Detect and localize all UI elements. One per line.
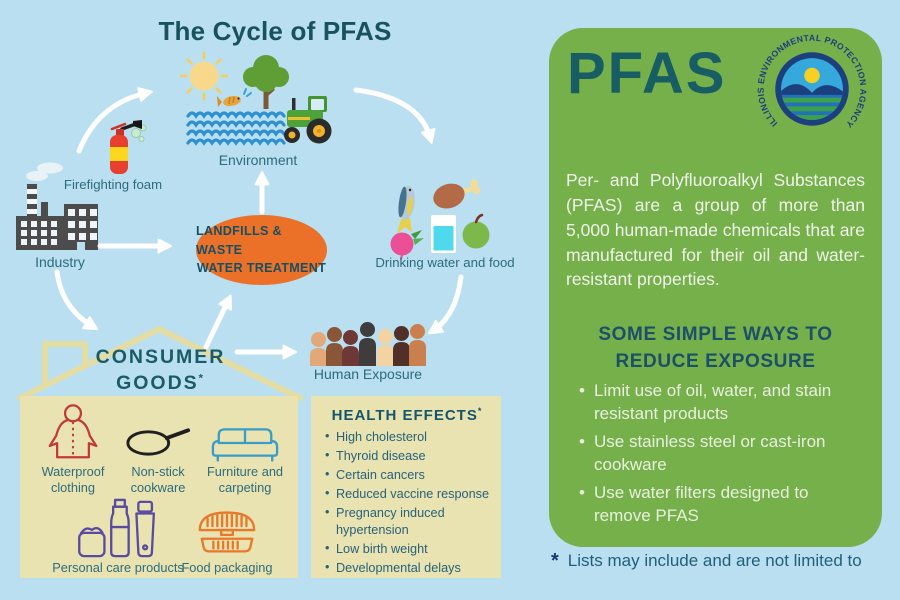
- water-glass-icon: [431, 215, 456, 253]
- way-item: Use stainless steel or cast-iron cookwar…: [579, 431, 863, 476]
- consumer-goods-title: CONSUMER GOODS*: [88, 344, 233, 397]
- consumer-item-label: Furniture and carpeting: [206, 464, 284, 496]
- way-item: Limit use of oil, water, and stain resis…: [579, 380, 863, 425]
- health-effect-item: Developmental delays: [323, 559, 491, 577]
- health-effect-item: High cholesterol: [323, 428, 491, 446]
- footnote-asterisk: *: [551, 550, 559, 572]
- jumping-fish-icon: [217, 88, 252, 107]
- iepa-logo-icon: ILLINOIS ENVIRONMENTAL PROTECTION AGENCY: [756, 33, 868, 130]
- fish-icon: [397, 186, 415, 234]
- health-effects-title: HEALTH EFFECTS*: [323, 406, 491, 424]
- water-waves-icon: [186, 111, 286, 146]
- landfills-line1: LANDFILLS & WASTE: [196, 223, 282, 257]
- consumer-item-label: Personal care products: [52, 560, 184, 575]
- drumstick-icon: [433, 179, 481, 209]
- way-item: Use water filters designed to remove PFA…: [579, 482, 863, 527]
- industry-label: Industry: [35, 254, 85, 270]
- arrow-environment-to-food: [353, 87, 436, 144]
- apple-icon: [462, 213, 490, 249]
- health-effects-box: HEALTH EFFECTS* High cholesterol Thyroid…: [311, 396, 501, 578]
- ways-title-line1: SOME SIMPLE WAYS TO: [598, 324, 833, 345]
- crowd-icon: [310, 322, 426, 366]
- health-effects-asterisk: *: [477, 406, 483, 416]
- health-effect-item: Pregnancy induced hypertension: [323, 504, 491, 538]
- health-effect-item: Low birth weight: [323, 540, 491, 558]
- environment-label: Environment: [218, 152, 298, 168]
- environment-icon: [180, 51, 332, 146]
- radish-icon: [390, 230, 424, 260]
- tractor-icon: [284, 96, 332, 144]
- fire-extinguisher-icon: [110, 120, 147, 174]
- info-panel: PFAS ILLINOIS ENVIRONMENTAL PROTECTION A…: [549, 28, 882, 547]
- health-effect-item: Thyroid disease: [323, 447, 491, 465]
- consumer-goods-title-line1: CONSUMER: [95, 346, 226, 368]
- tree-icon: [243, 55, 289, 109]
- ways-title: SOME SIMPLE WAYS TO REDUCE EXPOSURE: [549, 322, 882, 375]
- page-title: The Cycle of PFAS: [158, 16, 392, 46]
- arrow-food-to-human: [428, 274, 464, 335]
- health-effects-list: High cholesterol Thyroid disease Certain…: [323, 428, 491, 577]
- health-effect-item: Reduced vaccine response: [323, 485, 491, 503]
- consumer-item-label: Food packaging: [181, 560, 273, 575]
- factory-icon: [16, 162, 98, 250]
- drinking-water-label: Drinking water and food: [375, 255, 515, 270]
- arrow-industry-to-consumer-goods: [54, 269, 99, 331]
- ways-title-line2: REDUCE EXPOSURE: [615, 350, 816, 372]
- landfills-node: LANDFILLS & WASTE WATER TREATMENT: [196, 215, 327, 285]
- consumer-goods-box: [20, 396, 298, 578]
- sun-icon: [180, 51, 229, 101]
- footnote: * Lists may include and are not limited …: [551, 551, 862, 571]
- raincoat-icon: [48, 404, 98, 459]
- house-roof-icon: [17, 326, 303, 401]
- panel-title: PFAS: [567, 41, 727, 106]
- drinking-water-food-icon: [390, 179, 490, 260]
- toiletries-icon: [78, 498, 156, 558]
- clamshell-container-icon: [198, 511, 256, 553]
- ways-list: Limit use of oil, water, and stain resis…: [579, 380, 863, 534]
- couch-icon: [211, 428, 279, 462]
- consumer-goods-title-line2: GOODS: [116, 372, 199, 395]
- consumer-item-label: Non-stick cookware: [130, 464, 186, 496]
- panel-description: Per- and Polyfluoroalkyl Substances (PFA…: [566, 170, 865, 290]
- landfills-line2: WATER TREATMENT: [196, 261, 327, 276]
- firefighting-foam-label: Firefighting foam: [63, 177, 163, 192]
- consumer-item-label: Waterproof clothing: [41, 464, 105, 496]
- footnote-text: Lists may include and are not limited to: [567, 551, 862, 570]
- frying-pan-icon: [126, 428, 191, 456]
- human-exposure-label: Human Exposure: [313, 366, 423, 382]
- health-effect-item: Certain cancers: [323, 466, 491, 484]
- health-effects-title-text: HEALTH EFFECTS: [331, 407, 478, 424]
- consumer-goods-asterisk: *: [198, 372, 205, 385]
